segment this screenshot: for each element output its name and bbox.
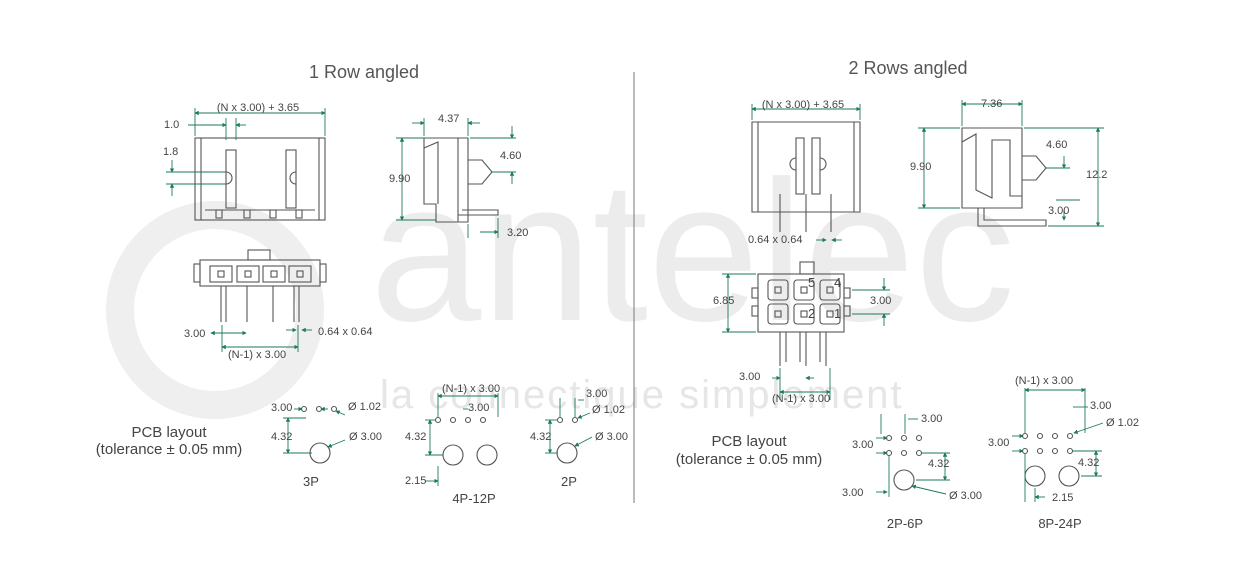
right-pcb-label-line1: PCB layout xyxy=(711,433,787,450)
left-pcb-label-line2: (tolerance ± 0.05 mm) xyxy=(96,441,243,458)
pcb-4p-12p xyxy=(434,416,498,466)
pcb-8p-dim-b: 3.00 xyxy=(1090,400,1111,412)
left-side-view xyxy=(423,137,499,223)
right-top-width-dim: (N x 3.00) + 3.65 xyxy=(762,99,844,111)
left-pcb-label-line1: PCB layout xyxy=(131,424,207,441)
right-side-dim-3-00: 3.00 xyxy=(1048,205,1069,217)
left-side-dim-4-37: 4.37 xyxy=(438,113,459,125)
right-face-dim-6-85: 6.85 xyxy=(713,295,734,307)
left-side-dim-3-20: 3.20 xyxy=(507,227,528,239)
right-side-dim-9-90: 9.90 xyxy=(910,161,931,173)
left-dim-1-0: 1.0 xyxy=(164,119,179,131)
left-side-dim-4-60: 4.60 xyxy=(500,150,521,162)
pcb-8p-dim-f: 2.15 xyxy=(1052,492,1073,504)
pcb-8p-dim-d: 3.00 xyxy=(988,437,1009,449)
pcb-3p-dim-a: 3.00 xyxy=(271,402,292,414)
pcb-variant-3p: 3P xyxy=(303,474,319,489)
right-side-view xyxy=(961,127,1047,227)
right-face-view xyxy=(751,261,851,366)
pcb-8p-dim-c: Ø 1.02 xyxy=(1106,417,1139,429)
right-title: 2 Rows angled xyxy=(848,58,967,78)
pin-label-5: 5 xyxy=(808,275,815,290)
right-pin-dim: 0.64 x 0.64 xyxy=(748,234,802,246)
left-dim-1-8: 1.8 xyxy=(163,146,178,158)
right-side-dim-7-36: 7.36 xyxy=(981,98,1002,110)
watermark: antelec la connectique simplement xyxy=(106,140,1015,419)
pcb-3p-dim-d: Ø 3.00 xyxy=(349,431,382,443)
left-bottom-view xyxy=(193,249,327,322)
pin-label-4: 4 xyxy=(834,275,841,290)
pcb-2p-dim-a: 3.00 xyxy=(586,388,607,400)
left-side-dim-9-90: 9.90 xyxy=(389,173,410,185)
pcb-2p-dim-c: 4.32 xyxy=(530,431,551,443)
pcb-2p-dim-d: Ø 3.00 xyxy=(595,431,628,443)
pcb-4p-dim-c: 4.32 xyxy=(405,431,426,443)
pcb-4p-dim-d: 2.15 xyxy=(405,475,426,487)
right-front-view xyxy=(751,121,861,232)
right-pcb-label-line2: (tolerance ± 0.05 mm) xyxy=(676,451,823,468)
pcb-3p-dim-b: Ø 1.02 xyxy=(348,401,381,413)
pcb-variant-2p-6p: 2P-6P xyxy=(887,516,923,531)
left-bottom-dim-n1: (N-1) x 3.00 xyxy=(228,349,286,361)
pcb-2p6p-dim-b: 3.00 xyxy=(852,439,873,451)
pcb-variant-4p-12p: 4P-12P xyxy=(452,491,495,506)
right-face-dim-3-00: 3.00 xyxy=(870,295,891,307)
watermark-brand: antelec xyxy=(370,140,1015,363)
pcb-4p-dim-b: 3.00 xyxy=(468,402,489,414)
pcb-3p xyxy=(300,405,338,464)
pcb-2p6p-dim-c: 4.32 xyxy=(928,458,949,470)
pcb-8p-24p xyxy=(1021,432,1080,487)
pcb-2p6p-dim-d: 3.00 xyxy=(842,487,863,499)
pcb-2p6p-dim-a: 3.00 xyxy=(921,413,942,425)
pcb-4p-dim-a: (N-1) x 3.00 xyxy=(442,383,500,395)
pin-label-2: 2 xyxy=(808,306,815,321)
pcb-variant-2p: 2P xyxy=(561,474,577,489)
left-front-view xyxy=(194,137,326,221)
pcb-variant-8p-24p: 8P-24P xyxy=(1038,516,1081,531)
right-bottom-dim-3-00: 3.00 xyxy=(739,371,760,383)
pcb-2p6p-dim-e: Ø 3.00 xyxy=(949,490,982,502)
pcb-2p xyxy=(556,416,579,464)
pcb-8p-dim-a: (N-1) x 3.00 xyxy=(1015,375,1073,387)
right-bottom-dim-n1: (N-1) x 3.00 xyxy=(772,393,830,405)
left-title: 1 Row angled xyxy=(309,62,419,82)
left-bottom-dim-3-00: 3.00 xyxy=(184,328,205,340)
right-side-dim-12-2: 12.2 xyxy=(1086,169,1107,181)
left-bottom-dim-0-64: 0.64 x 0.64 xyxy=(318,326,372,338)
left-top-width-dim: (N x 3.00) + 3.65 xyxy=(217,102,299,114)
pin-label-1: 1 xyxy=(834,306,841,321)
right-side-dim-4-60: 4.60 xyxy=(1046,139,1067,151)
pcb-2p-6p xyxy=(885,434,923,491)
pcb-2p-dim-b: Ø 1.02 xyxy=(592,404,625,416)
pcb-8p-dim-e: 4.32 xyxy=(1078,457,1099,469)
pcb-3p-dim-c: 4.32 xyxy=(271,431,292,443)
